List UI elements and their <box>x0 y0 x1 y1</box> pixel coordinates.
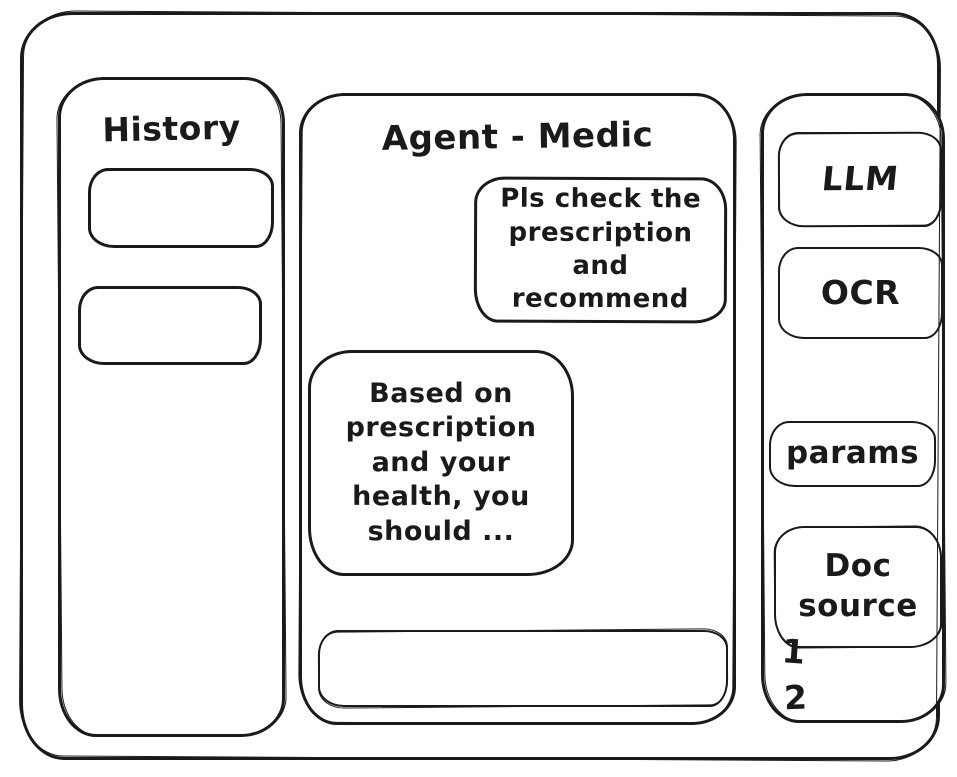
ocr-button[interactable]: OCR <box>778 247 943 339</box>
params-button-label: params <box>785 435 920 472</box>
chat-panel: Agent - Medic Pls check the prescription… <box>299 93 736 725</box>
message-input[interactable] <box>318 630 728 707</box>
user-message-bubble: Pls check the prescription and recommend <box>473 176 728 324</box>
history-title: History <box>101 107 242 150</box>
doc-source-button[interactable]: Doc source <box>774 526 942 648</box>
agent-message-text: Based on prescription and your health, y… <box>345 377 537 547</box>
params-button[interactable]: params <box>769 421 936 487</box>
history-item[interactable] <box>78 286 262 365</box>
doc-source-item-1[interactable]: 1 <box>780 631 807 672</box>
llm-button[interactable]: LLM <box>777 131 943 228</box>
user-message-text: Pls check the prescription and recommend <box>500 184 702 315</box>
doc-source-button-label: Doc source <box>798 548 918 624</box>
tools-panel: LLM OCR params Doc source 1 2 <box>761 93 945 723</box>
doc-source-item-2[interactable]: 2 <box>783 677 808 718</box>
history-panel: History <box>58 77 285 737</box>
chat-title: Agent - Medic <box>381 115 654 159</box>
history-item[interactable] <box>88 168 274 248</box>
app-frame: History Agent - Medic Pls check the pres… <box>20 12 945 760</box>
llm-button-label: LLM <box>819 159 901 199</box>
ocr-button-label: OCR <box>820 272 901 312</box>
agent-message-bubble: Based on prescription and your health, y… <box>308 350 574 576</box>
